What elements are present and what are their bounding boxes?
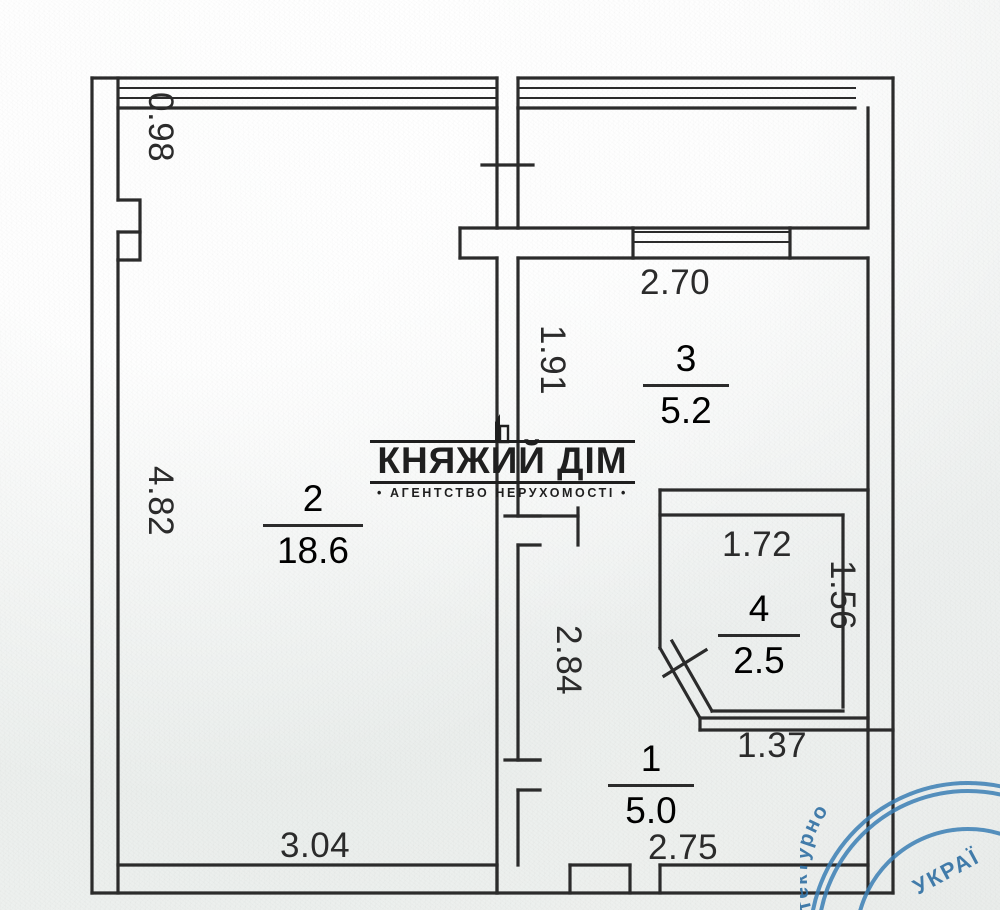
dimension-room4-right-vertical: 1.56	[823, 560, 862, 631]
dimension-bottom-right-horizontal: 2.75	[648, 828, 719, 867]
room-1-number: 1	[640, 738, 662, 779]
room-3-area: 5.2	[660, 390, 712, 431]
room-4-rule	[718, 634, 800, 637]
dimension-corridor-left-vertical: 2.84	[549, 625, 588, 696]
dimension-room4-bottom: 1.37	[737, 726, 808, 765]
dimension-bottom-left-horizontal: 3.04	[280, 826, 351, 865]
dimension-room3-top: 2.70	[640, 263, 711, 302]
dimension-room3-left-vertical: 1.91	[533, 325, 572, 396]
room-label-1: 1 5.0	[608, 738, 694, 832]
room-1-area: 5.0	[625, 790, 677, 831]
room-4-number: 4	[748, 588, 770, 629]
room-2-number: 2	[302, 478, 324, 519]
room-label-3: 3 5.2	[643, 338, 729, 432]
room-4-area: 2.5	[733, 640, 785, 681]
dimension-left-vertical: 4.82	[141, 466, 180, 537]
dimension-top-left-vertical: 0.98	[141, 92, 180, 163]
room-2-area: 18.6	[276, 530, 349, 571]
room-2-rule	[263, 524, 363, 527]
room-1-rule	[608, 784, 694, 787]
room-3-rule	[643, 384, 729, 387]
room-3-number: 3	[675, 338, 697, 379]
dimension-room4-top: 1.72	[722, 525, 793, 564]
room-label-2: 2 18.6	[263, 478, 363, 572]
room-label-4: 4 2.5	[718, 588, 800, 682]
